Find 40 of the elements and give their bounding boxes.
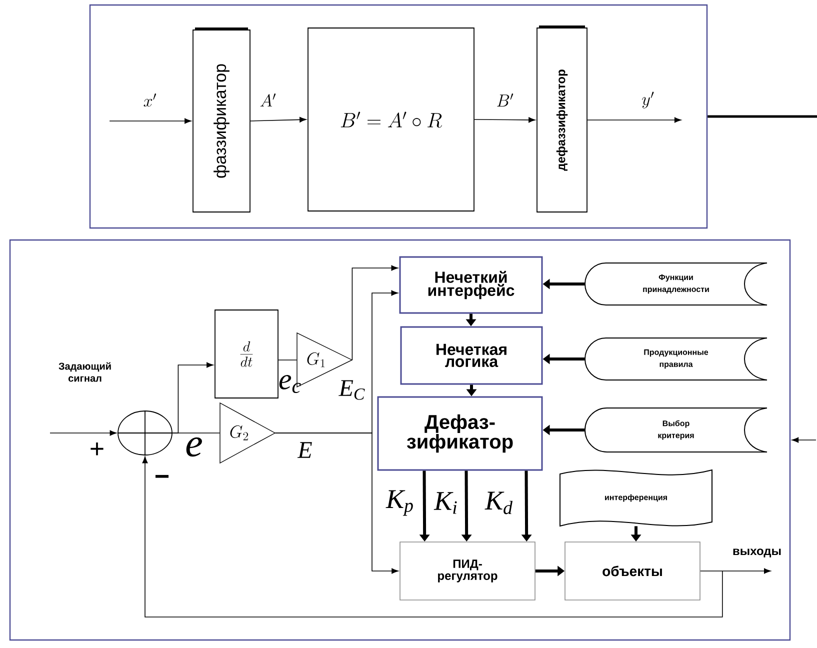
arrow <box>250 117 306 122</box>
process-box: фаззификатор <box>192 28 250 212</box>
summing-junction <box>118 410 172 456</box>
edge-label: K$_{d}$ <box>484 492 513 514</box>
arrow <box>352 265 398 360</box>
process-box: объекты <box>564 542 700 600</box>
edge-label: K$_{i}$ <box>434 492 457 514</box>
sign-label: + <box>90 442 104 456</box>
arrow <box>142 456 723 618</box>
process-box: Дефаз- зификатор <box>377 396 543 471</box>
arrow <box>587 117 682 123</box>
connector-line <box>708 115 817 118</box>
edge-label: $y'$ <box>642 92 654 108</box>
text-label: Задающий сигнал <box>58 362 111 382</box>
arrow <box>792 437 816 443</box>
edge-label: $B'$ <box>497 93 514 106</box>
edge-label: E <box>297 442 312 458</box>
connector-line <box>172 432 220 434</box>
derivative-box: $\frac{d}{dt}$ <box>214 310 278 398</box>
process-box: дефаззификатор <box>536 26 588 212</box>
panel-frame <box>89 4 708 229</box>
process-box: ПИД- регулятор <box>400 542 536 600</box>
process-box: Нечеткий интерфейс <box>399 256 543 314</box>
sign-label: − <box>156 474 169 478</box>
arrow <box>50 430 117 436</box>
arrow <box>474 117 536 123</box>
storage-shape: Функции принадлежности <box>584 262 768 306</box>
edge-label: e <box>186 437 202 457</box>
storage-shape: Продукционные правила <box>584 338 768 380</box>
edge-label: K$_{p}$ <box>386 490 413 516</box>
storage-shape: Выбор критерия <box>584 408 768 452</box>
edge-label: $x'$ <box>144 93 156 107</box>
arrow <box>700 568 771 574</box>
edge-label: $A'$ <box>260 93 276 106</box>
arrow <box>109 118 192 124</box>
arrow <box>274 432 398 574</box>
edge-label: выходы <box>733 548 781 558</box>
process-box: $B' = A' \circ R$ <box>308 28 474 212</box>
process-box: Нечеткая логика <box>400 326 543 385</box>
panel-frame <box>9 239 791 641</box>
